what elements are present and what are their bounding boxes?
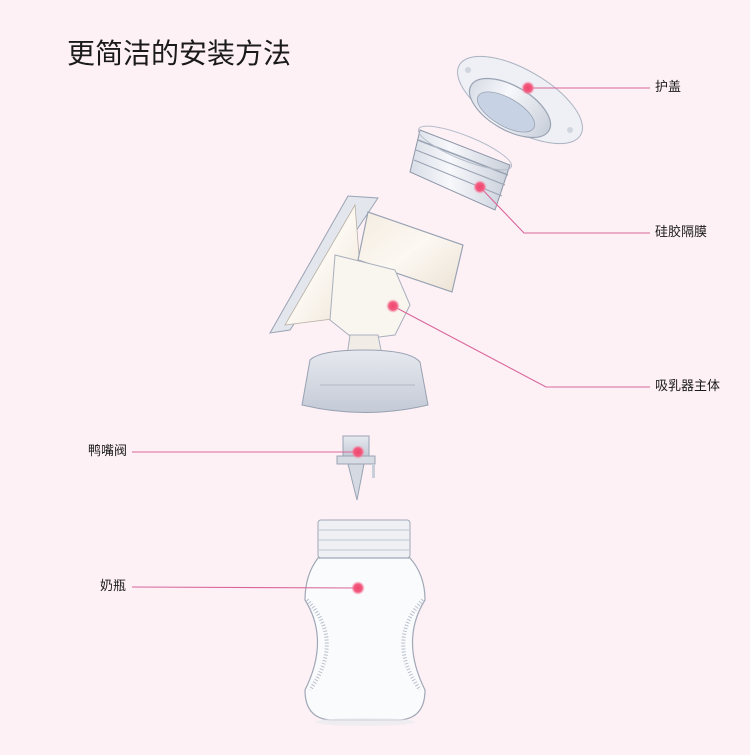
- marker-dot-bottle: [351, 581, 365, 595]
- marker-dot-cover: [521, 81, 535, 95]
- label-pump-body: 吸乳器主体: [655, 379, 721, 394]
- pump-body-part: [269, 195, 464, 413]
- marker-dot-valve: [351, 445, 365, 459]
- label-silicone-diaphragm: 硅胶隔膜: [655, 225, 708, 240]
- bottle-part: [304, 519, 426, 726]
- silicone-diaphragm-part: [409, 125, 513, 211]
- label-bottle: 奶瓶: [100, 579, 127, 594]
- leader-line-bottle: [131, 586, 359, 589]
- label-cover: 护盖: [655, 80, 682, 95]
- leader-line-diaphragm: [479, 186, 650, 234]
- marker-dot-body: [386, 299, 400, 313]
- marker-dot-diaphragm: [473, 180, 487, 194]
- page-title: 更简洁的安装方法: [67, 37, 292, 70]
- leader-line-body: [392, 305, 650, 388]
- marker-dots: [351, 81, 535, 595]
- leader-lines: [131, 87, 650, 589]
- cover-part: [457, 55, 583, 145]
- label-duckbill-valve: 鸭嘴阀: [88, 444, 128, 459]
